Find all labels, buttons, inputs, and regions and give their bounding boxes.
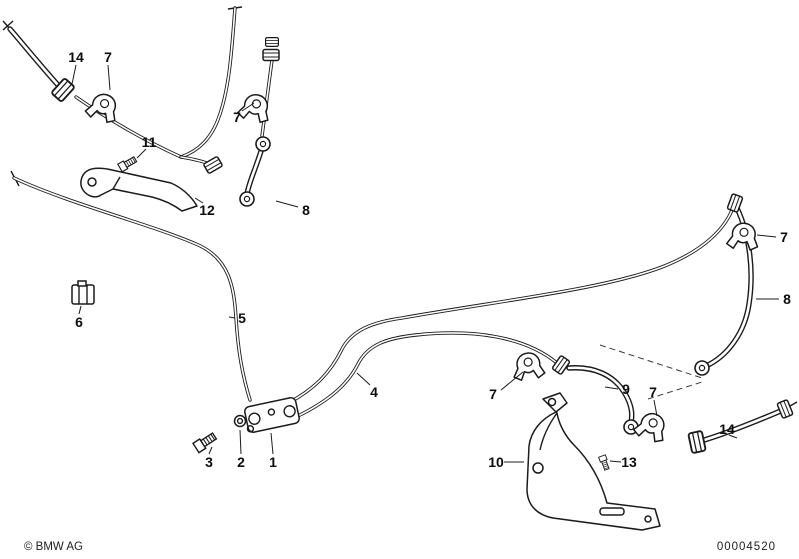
part-4-brake-pipe-rear <box>288 203 736 418</box>
leader-14-bottom-right <box>728 434 738 439</box>
flare-nut <box>262 48 280 62</box>
part-12-bracket <box>80 167 198 212</box>
leader-8-left <box>275 200 299 208</box>
callout-4: 4 <box>370 384 378 400</box>
fittings <box>50 36 794 455</box>
part-7-clip-bottom-right <box>631 408 672 445</box>
leader-7-right <box>756 234 777 238</box>
callout-5: 5 <box>238 310 246 326</box>
dashed-reference-lines <box>599 344 703 400</box>
callout-7-right: 7 <box>780 229 788 245</box>
flare-nut <box>202 155 224 175</box>
part-7-clip-top-left <box>83 89 123 126</box>
leader-7-bottom-left <box>500 371 524 391</box>
leader-13 <box>609 460 622 463</box>
banjo-fitting <box>255 136 271 152</box>
callout-8-left: 8 <box>302 202 310 218</box>
part-3-bolt <box>192 430 219 454</box>
callout-7-bottom-left: 7 <box>489 386 497 402</box>
flare-nut <box>776 398 794 420</box>
part-6-clip <box>71 280 95 305</box>
leader-7-top-center <box>241 102 255 112</box>
callout-14-bottom-right: 14 <box>719 421 735 437</box>
callouts: 14 7 7 11 12 8 6 5 4 3 2 1 7 8 7 9 7 13 … <box>68 49 791 470</box>
leader-5 <box>228 316 236 319</box>
leader-1 <box>270 432 274 455</box>
callout-1: 1 <box>269 454 277 470</box>
part-5-brake-pipe-front <box>10 170 252 402</box>
part-8-hose-left <box>247 148 262 194</box>
callout-13: 13 <box>621 454 637 470</box>
leader-9 <box>604 386 619 390</box>
leader-7-bottom-right <box>653 399 658 417</box>
banjo-fitting <box>239 191 255 207</box>
copyright: © BMW AG <box>24 541 83 553</box>
document-number: 00004520 <box>717 541 776 553</box>
hose-fitting <box>687 429 707 455</box>
part-1-junction-block <box>244 397 300 433</box>
leader-7-top-left <box>107 64 111 91</box>
part-7-clip-right <box>725 220 761 252</box>
leader-6 <box>78 305 82 315</box>
leader-14-top-left <box>71 64 77 85</box>
callout-8-right: 8 <box>783 291 791 307</box>
callout-11: 11 <box>142 134 157 150</box>
part-10-bracket <box>526 392 661 531</box>
leader-12 <box>194 197 204 204</box>
part-13-screw <box>598 454 611 472</box>
callout-12: 12 <box>199 202 215 218</box>
callout-2: 2 <box>237 454 245 470</box>
flare-nut <box>551 354 571 376</box>
leader-4 <box>356 372 371 386</box>
brake-pipe-upper <box>74 6 274 167</box>
part-2-washer <box>233 414 247 428</box>
callout-10: 10 <box>488 454 504 470</box>
part-14-hose-top-left <box>2 20 58 85</box>
callout-7-top-center: 7 <box>233 109 241 125</box>
callout-7-top-left: 7 <box>104 49 112 65</box>
leader-3 <box>208 446 213 455</box>
leader-11 <box>136 148 147 159</box>
callout-6: 6 <box>75 314 83 330</box>
leader-lines <box>71 64 779 463</box>
leader-2 <box>239 429 242 455</box>
part-7-clip-bottom-left <box>510 350 547 382</box>
callout-7-bottom-right: 7 <box>649 384 657 400</box>
part-11-screw <box>117 154 139 173</box>
callout-3: 3 <box>205 454 213 470</box>
callout-9: 9 <box>622 381 630 397</box>
banjo-fitting <box>694 360 710 376</box>
callout-14-top-left: 14 <box>68 49 84 65</box>
flare-nut <box>265 36 279 48</box>
